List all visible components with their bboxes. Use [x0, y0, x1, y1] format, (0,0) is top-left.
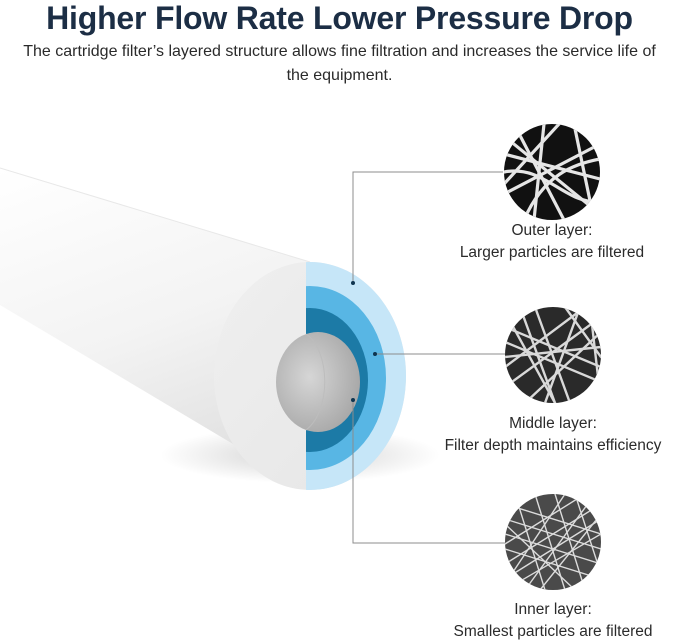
inner-layer-name: Inner layer:	[514, 601, 592, 618]
leader-lines	[352, 171, 505, 544]
middle-layer-name: Middle layer:	[509, 415, 597, 432]
filter-core-hole	[276, 332, 360, 432]
page-title: Higher Flow Rate Lower Pressure Drop	[46, 0, 633, 36]
inner-leader-line	[352, 400, 505, 544]
outer-layer-description: Larger particles are filtered	[459, 244, 645, 261]
outer-leader-line	[352, 171, 503, 283]
middle-layer-description: Filter depth maintains efficiency	[444, 437, 662, 454]
outer-layer-fiber-image	[504, 124, 600, 220]
middle-layer-callout: Middle layer: Filter depth maintains eff…	[423, 413, 679, 457]
middle-layer-fiber-image	[505, 307, 601, 403]
outer-layer-callout: Outer layer: Larger particles are filter…	[422, 220, 679, 264]
inner-layer-fiber-image	[505, 494, 601, 590]
inner-layer-description: Smallest particles are filtered	[453, 623, 653, 640]
outer-layer-name: Outer layer:	[511, 222, 593, 239]
inner-layer-callout: Inner layer: Smallest particles are filt…	[423, 599, 679, 643]
page-subtitle: The cartridge filter’s layered structure…	[23, 43, 656, 84]
